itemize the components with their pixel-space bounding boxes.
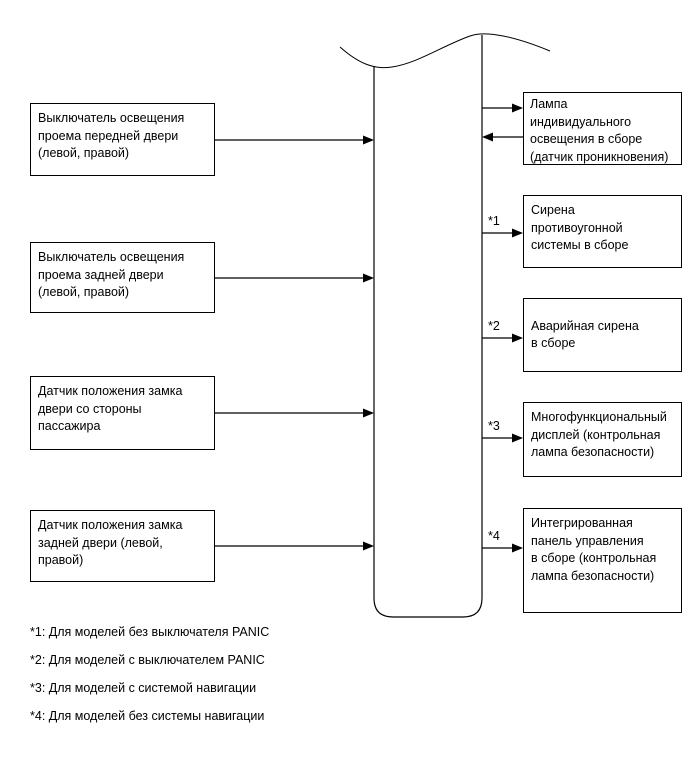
- box-text-line: в сборе (контрольная: [531, 551, 657, 565]
- box-multifunction-display: Многофункциональный дисплей (контрольная…: [523, 402, 682, 477]
- arrow-left-3: [215, 408, 374, 418]
- box-text-line: Датчик положения замка: [38, 518, 183, 532]
- arrow-right-5: [482, 543, 523, 553]
- box-text-line: панель управления: [531, 533, 644, 548]
- box-text-line: лампа безопасности): [531, 568, 655, 583]
- box-text-line: (датчик проникновения): [530, 149, 669, 164]
- box-text-line: Выключатель освещения: [38, 250, 185, 264]
- box-text-line: (левой, правой): [38, 285, 130, 299]
- box-text-line: Датчик положения замка: [38, 384, 183, 398]
- arrow-label-2: *2: [488, 319, 500, 333]
- box-text-line: лампа безопасности): [531, 445, 655, 459]
- box-text-line: Интегрированная: [531, 516, 633, 530]
- arrow-right-4: [482, 433, 523, 443]
- box-text-line: Аварийная сирена: [531, 318, 639, 333]
- box-text-line: дисплей (контрольная: [531, 427, 661, 442]
- arrow-left-2: [215, 273, 374, 283]
- arrow-right-3: [482, 333, 523, 343]
- central-harness-column: [373, 35, 483, 618]
- footnote-3: *3: Для моделей с системой навигации: [30, 681, 257, 695]
- arrow-label-1: *1: [488, 214, 500, 228]
- box-text-line: проема задней двери: [38, 267, 164, 282]
- box-text-line: пассажира: [38, 419, 101, 433]
- box-text-line: системы в сборе: [531, 238, 629, 252]
- box-emergency-siren: Аварийная сирена в сборе: [523, 298, 682, 372]
- box-text-line: Многофункциональный: [531, 410, 667, 424]
- box-front-door-courtesy-switch: Выключатель освещения проема передней дв…: [30, 103, 215, 176]
- box-text-line: противоугонной: [531, 220, 623, 235]
- arrow-right-2: [482, 228, 523, 238]
- arrow-left-4: [215, 541, 374, 551]
- box-text-line: индивидуального: [530, 114, 632, 129]
- box-text-line: Выключатель освещения: [38, 111, 185, 125]
- box-text-line: освещения в сборе: [530, 132, 643, 146]
- box-text-line: в сборе: [531, 336, 576, 350]
- box-text-line: двери со стороны: [38, 401, 142, 416]
- arrow-label-4: *4: [488, 529, 500, 543]
- footnote-1: *1: Для моделей без выключателя PANIC: [30, 625, 270, 639]
- arrow-right-1-out: [482, 103, 523, 113]
- box-rear-door-courtesy-switch: Выключатель освещения проема задней двер…: [30, 242, 215, 313]
- box-text-line: задней двери (левой,: [38, 535, 163, 550]
- box-text-line: (левой, правой): [38, 146, 130, 160]
- box-text-line: проема передней двери: [38, 128, 179, 143]
- box-personal-light-assembly: Лампа индивидуального освещения в сборе …: [523, 92, 682, 165]
- box-passenger-door-lock-sensor: Датчик положения замка двери со стороны …: [30, 376, 215, 450]
- footnote-2: *2: Для моделей с выключателем PANIC: [30, 653, 265, 667]
- box-rear-door-lock-sensor: Датчик положения замка задней двери (лев…: [30, 510, 215, 582]
- box-text-line: правой): [38, 553, 84, 567]
- arrow-label-3: *3: [488, 419, 500, 433]
- break-wave-line: [339, 33, 551, 69]
- box-theft-deterrent-horn: Сирена противоугонной системы в сборе: [523, 195, 682, 268]
- box-text-line: Лампа: [530, 97, 568, 111]
- footnote-4: *4: Для моделей без системы навигации: [30, 709, 265, 723]
- arrow-left-1: [215, 135, 374, 145]
- box-text-line: Сирена: [531, 203, 575, 217]
- box-integrated-control-panel: Интегрированная панель управления в сбор…: [523, 508, 682, 613]
- arrow-right-1-in: [482, 132, 523, 142]
